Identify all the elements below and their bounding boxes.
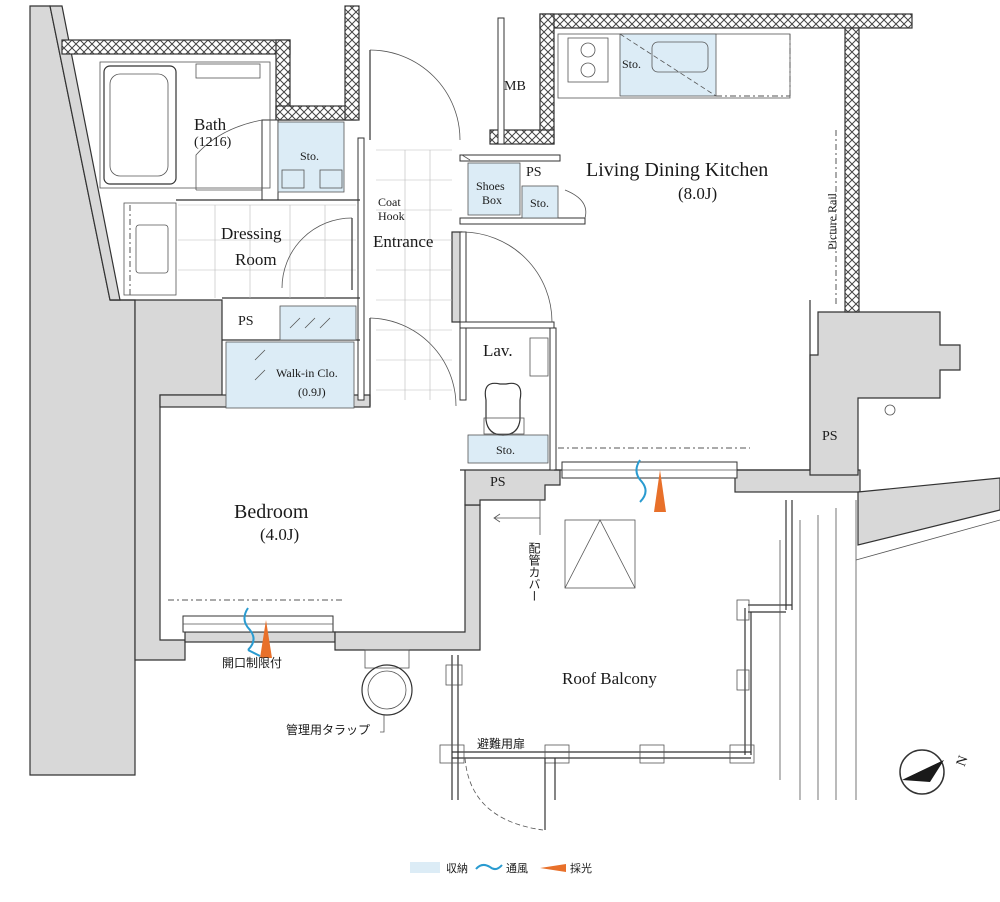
hatched-walls <box>61 5 913 313</box>
legend-daylight-label: 採光 <box>570 861 592 875</box>
shoes-box-label-line1: Shoes <box>476 179 505 193</box>
legend-daylight-swatch <box>540 864 566 872</box>
dressing-room-label-line1: Dressing <box>221 224 282 243</box>
kitchen-storage-label: Sto. <box>622 57 641 71</box>
ps-label-lav: PS <box>490 475 506 490</box>
compass: N <box>899 749 972 795</box>
legend-ventilation-swatch <box>475 863 503 871</box>
ldk-label: Living Dining Kitchen <box>586 159 768 181</box>
lav-label: Lav. <box>483 341 513 360</box>
entrance-floor-tiles <box>178 149 452 400</box>
ldk-size-label: (8.0J) <box>678 184 717 203</box>
bath-storage-label: Sto. <box>300 149 319 163</box>
entrance-storage-label: Sto. <box>530 196 549 210</box>
lavatory-fixtures <box>483 337 549 436</box>
ldk-daylight-mark <box>654 470 666 512</box>
door-swings <box>281 49 587 407</box>
lav-storage-label: Sto. <box>496 443 515 457</box>
ldk-ventilation-mark <box>635 459 647 503</box>
bedroom-ventilation-mark <box>243 607 261 657</box>
pipe-cover-label: 配管カバー <box>527 542 541 602</box>
ps-label-entrance: PS <box>526 165 542 180</box>
walkin-closet-label: Walk-in Clo. <box>276 366 338 380</box>
legend-storage-swatch <box>410 862 440 873</box>
bedroom-size-label: (4.0J) <box>260 525 299 544</box>
compass-north-label: N <box>954 754 972 769</box>
bath-label: Bath <box>194 115 227 134</box>
opening-limit-label: 開口制限付 <box>222 656 282 670</box>
picture-rail-label: Picture Rail <box>825 192 839 250</box>
coat-hook-label-line1: Coat <box>378 195 401 209</box>
kitchen-counter <box>557 33 837 305</box>
legend-storage-label: 収納 <box>446 862 468 875</box>
evacuation-door-label: 避難用扉 <box>477 736 525 751</box>
bedroom-label: Bedroom <box>234 501 309 523</box>
walkin-closet-size-label: (0.9J) <box>298 385 326 399</box>
roof-balcony <box>361 404 1000 831</box>
maintenance-hatch-label: 管理用タラップ <box>286 722 370 737</box>
meter-box-label: MB <box>504 79 526 94</box>
legend-ventilation-label: 通風 <box>506 862 528 875</box>
entrance-label: Entrance <box>373 232 433 251</box>
dressing-room-label-line2: Room <box>235 250 277 269</box>
legend: 収納 通風 採光 <box>410 861 592 875</box>
maintenance-hatch-leader <box>380 714 385 733</box>
bath-area <box>99 61 271 296</box>
roof-balcony-label: Roof Balcony <box>562 669 657 688</box>
shoes-box-label-line2: Box <box>482 193 502 207</box>
ps-label-ldk: PS <box>822 429 838 444</box>
storage-areas <box>225 121 559 464</box>
ps-label-dressing: PS <box>238 314 254 329</box>
windows <box>168 447 750 633</box>
bath-size-label: (1216) <box>194 135 232 150</box>
bedroom-daylight-mark <box>260 620 272 658</box>
coat-hook-label-line2: Hook <box>378 209 405 223</box>
